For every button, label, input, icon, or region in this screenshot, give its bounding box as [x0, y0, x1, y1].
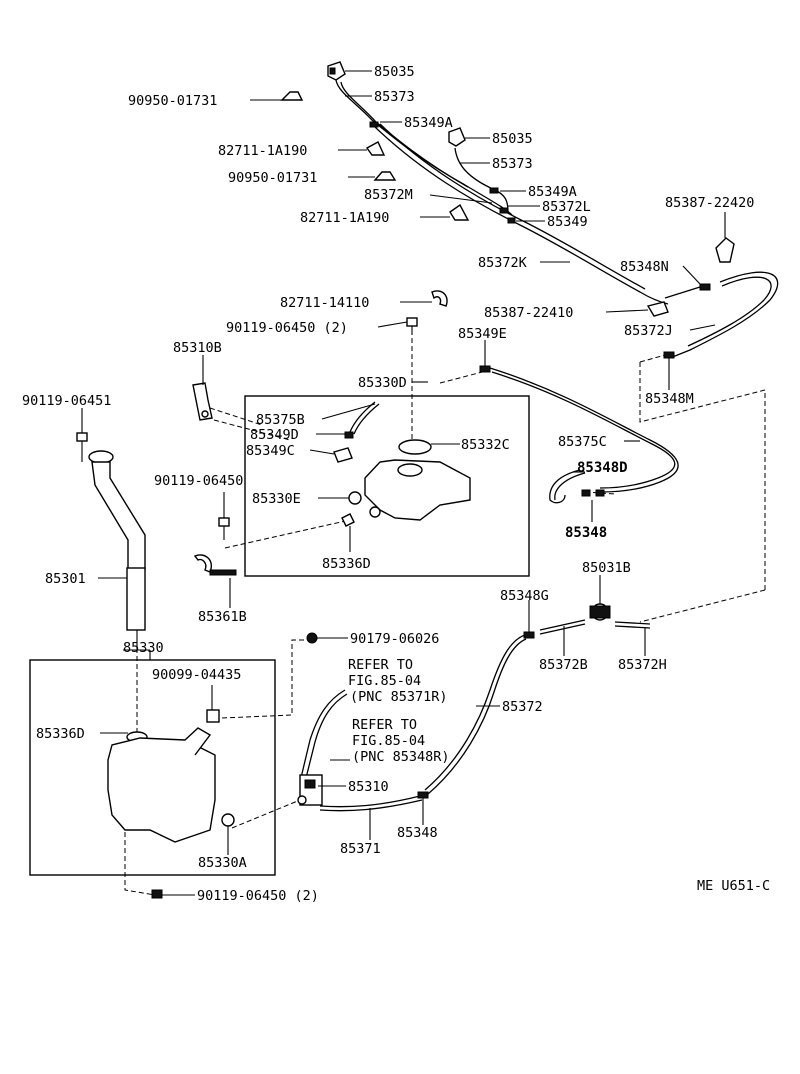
label-85373-a: 85373: [374, 89, 415, 105]
label-85372K: 85372K: [478, 255, 528, 271]
label-85336D-a: 85336D: [322, 556, 371, 572]
label-85330D: 85330D: [358, 375, 407, 391]
label-82711-14110: 82711-14110: [280, 295, 369, 311]
label-85361B: 85361B: [198, 609, 247, 625]
label-85372H: 85372H: [618, 657, 667, 673]
label-refer1-line1: REFER TO: [348, 657, 413, 673]
label-85336D-b: 85336D: [36, 726, 85, 742]
label-90119-06451: 90119-06451: [22, 393, 111, 409]
label-85330E: 85330E: [252, 491, 301, 507]
leader-lines: [81, 70, 726, 896]
label-refer2-line1: REFER TO: [352, 717, 417, 733]
label-refer2-line3: (PNC 85348R): [352, 749, 450, 765]
label-85349E: 85349E: [458, 326, 507, 342]
label-85349A-a: 85349A: [404, 115, 453, 131]
label-85332C: 85332C: [461, 437, 510, 453]
diagram-code: ME U651-C: [697, 878, 770, 894]
label-85387-22410: 85387-22410: [484, 305, 573, 321]
label-refer2-line2: FIG.85-04: [352, 733, 425, 749]
label-85375B: 85375B: [256, 412, 305, 428]
label-90179-06026: 90179-06026: [350, 631, 439, 647]
washer-pump-85310: [297, 774, 323, 806]
label-85373-b: 85373: [492, 156, 533, 172]
label-85372: 85372: [502, 699, 543, 715]
label-85349A-b: 85349A: [528, 184, 577, 200]
label-90950-01731-a: 90950-01731: [128, 93, 217, 109]
label-90099-04435: 90099-04435: [152, 667, 241, 683]
tank-detail-box: [29, 659, 276, 876]
label-85031B: 85031B: [582, 560, 631, 576]
label-85310: 85310: [348, 779, 389, 795]
label-85371: 85371: [340, 841, 381, 857]
filler-neck-85301: [88, 450, 146, 631]
label-85372M: 85372M: [364, 187, 413, 203]
label-85349C: 85349C: [246, 443, 295, 459]
reservoir-detail-box: [244, 395, 530, 577]
label-82711-1A190-a: 82711-1A190: [218, 143, 307, 159]
label-85372B: 85372B: [539, 657, 588, 673]
label-90950-01731-b: 90950-01731: [228, 170, 317, 186]
label-85301: 85301: [45, 571, 86, 587]
label-85348N: 85348N: [620, 259, 669, 275]
label-85348-b: 85348: [565, 525, 607, 541]
label-85348-c: 85348: [397, 825, 438, 841]
label-85349: 85349: [547, 214, 588, 230]
parts: [76, 61, 735, 899]
label-85387-22420: 85387-22420: [665, 195, 754, 211]
assembly-lines: [124, 330, 766, 896]
check-valve-85031B: [589, 603, 611, 621]
label-90119-06450-a: 90119-06450 (2): [226, 320, 348, 336]
reservoir-85330-upper: [364, 459, 471, 521]
label-85348D: 85348D: [577, 460, 628, 476]
label-85035-a: 85035: [374, 64, 415, 80]
label-85035-b: 85035: [492, 131, 533, 147]
label-refer1-line3: (PNC 85371R): [350, 689, 448, 705]
label-85372L: 85372L: [542, 199, 591, 215]
label-85375C: 85375C: [558, 434, 607, 450]
label-85330A: 85330A: [198, 855, 247, 871]
labels: 85035 90950-01731 85373 85349A 85035 827…: [22, 64, 770, 904]
washer-tank-85330: [107, 727, 235, 843]
label-refer1-line2: FIG.85-04: [348, 673, 421, 689]
label-85348M: 85348M: [645, 391, 694, 407]
label-82711-1A190-b: 82711-1A190: [300, 210, 389, 226]
label-85349D: 85349D: [250, 427, 299, 443]
label-85372J: 85372J: [624, 323, 673, 339]
label-90119-06450-c: 90119-06450 (2): [197, 888, 319, 904]
label-85330: 85330: [123, 640, 164, 656]
label-90119-06450-b: 90119-06450: [154, 473, 243, 489]
label-85310B: 85310B: [173, 340, 222, 356]
label-85348G: 85348G: [500, 588, 549, 604]
nozzle-85035-top: [327, 61, 346, 81]
